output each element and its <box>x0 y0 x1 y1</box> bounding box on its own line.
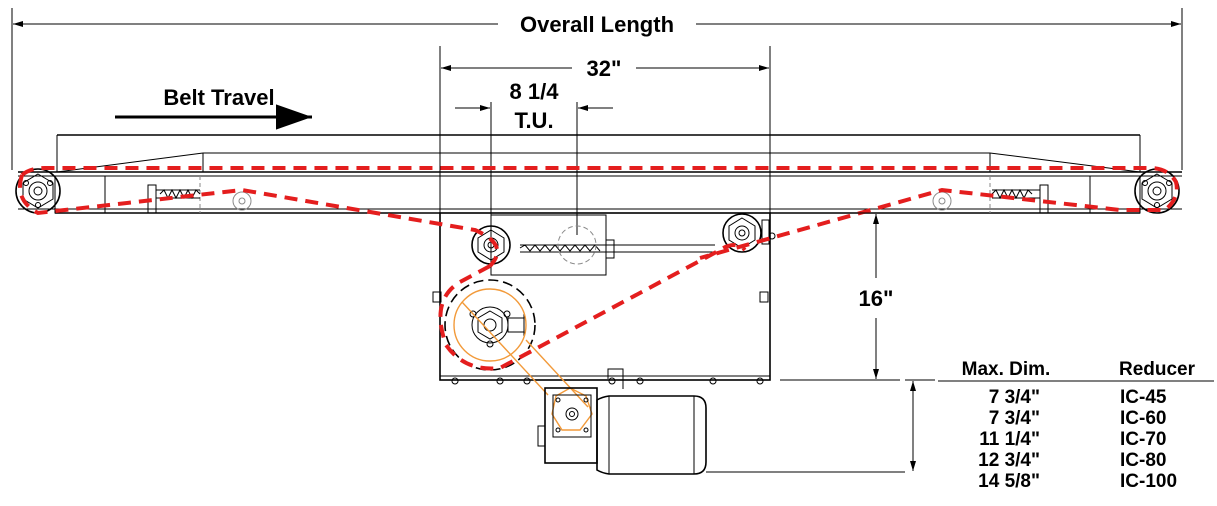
max-dim-dimension <box>905 379 1214 471</box>
table-cell-dim: 14 5/8" <box>978 471 1040 492</box>
takeup-pulley-ghost <box>557 225 597 265</box>
table-cell-reducer: IC-70 <box>1120 429 1166 450</box>
table-cell-reducer: IC-80 <box>1120 450 1166 471</box>
belt-travel-label: Belt Travel <box>163 85 274 110</box>
span-32-label: 32" <box>587 56 622 81</box>
belt-path <box>18 166 1179 371</box>
drive-chain <box>453 288 593 431</box>
height-16-dimension: 16" <box>780 212 900 381</box>
drive-pulley <box>444 279 536 371</box>
center-drive-housing <box>432 212 771 389</box>
return-roller-left <box>232 191 252 211</box>
return-roller-right <box>932 191 952 211</box>
height-16-label: 16" <box>859 286 894 311</box>
takeup-dimension: 8 1/4 T.U. <box>455 79 613 235</box>
gear-reducer <box>537 387 598 464</box>
table-cell-reducer: IC-60 <box>1120 408 1166 429</box>
table-cell-dim: 7 3/4" <box>989 408 1040 429</box>
takeup-value-label: 8 1/4 <box>510 79 560 104</box>
motor <box>596 395 905 475</box>
conveyor-frame <box>18 134 1182 214</box>
table-cell-reducer: IC-100 <box>1120 471 1177 492</box>
reducer-table: Max. Dim. Reducer 7 3/4" IC-45 7 3/4" IC… <box>962 359 1196 492</box>
overall-length-label: Overall Length <box>520 12 674 37</box>
snub-pulley <box>722 213 776 253</box>
table-cell-reducer: IC-45 <box>1120 387 1167 408</box>
table-cell-dim: 7 3/4" <box>989 387 1040 408</box>
table-header-max-dim: Max. Dim. <box>962 359 1051 380</box>
table-cell-dim: 11 1/4" <box>979 429 1040 450</box>
belt-travel-indicator: Belt Travel <box>115 85 312 130</box>
takeup-unit-label: T.U. <box>514 108 553 133</box>
table-header-reducer: Reducer <box>1119 359 1196 380</box>
table-cell-dim: 12 3/4" <box>978 450 1040 471</box>
overall-length-dimension: Overall Length <box>11 8 1183 170</box>
tail-takeup-screw-right <box>991 184 1049 214</box>
